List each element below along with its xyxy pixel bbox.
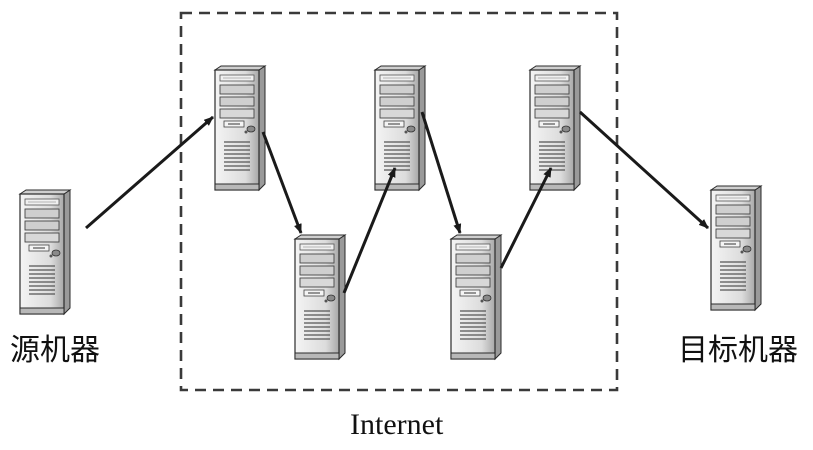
arrow-node-5-to-target — [578, 110, 710, 230]
arrow-node-2-to-node-3 — [342, 167, 397, 294]
arrow-node-1-to-node-2 — [261, 131, 303, 234]
internet-label: Internet — [350, 408, 444, 441]
arrow-node-4-to-node-5 — [499, 167, 553, 269]
target-machine-label: 目标机器 — [678, 333, 798, 368]
source-machine-label: 源机器 — [10, 333, 100, 368]
internet-node-5-server-icon — [529, 65, 581, 191]
internet-boundary — [179, 11, 619, 392]
internet-node-3-server-icon — [374, 65, 426, 191]
arrow-node-3-to-node-4 — [420, 111, 462, 234]
internet-node-1-server-icon — [214, 65, 266, 191]
target-machine-server-icon — [710, 185, 762, 311]
internet-node-4-server-icon — [450, 234, 502, 360]
source-machine-server-icon — [19, 189, 71, 315]
arrow-source-to-node-1 — [85, 115, 214, 230]
internet-node-2-server-icon — [294, 234, 346, 360]
